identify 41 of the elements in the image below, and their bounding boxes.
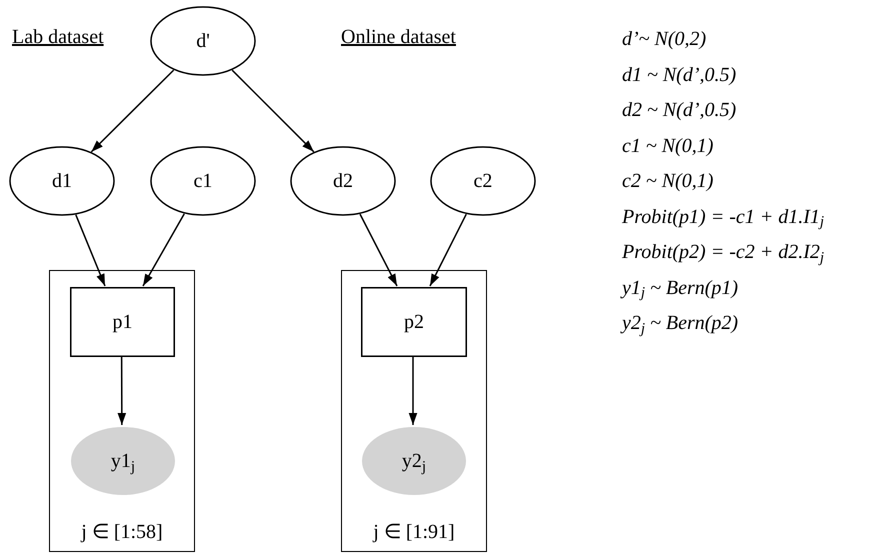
plate-label: j ∈ [1:91] (372, 520, 456, 545)
equation: Probit(p1) = -c1 + d1.I1$_{j}$ (622, 204, 824, 230)
group-heading: Lab dataset (12, 25, 104, 50)
node-label: d2 (333, 169, 353, 194)
variable-ellipse (150, 6, 256, 76)
node-label: p1 (112, 310, 132, 335)
equation: d’~ N(0,2) (622, 27, 708, 52)
observed-node-ellipse (70, 426, 176, 496)
node-label: c1 (194, 169, 212, 194)
equation: d2 ~ N(d’,0.5) (622, 98, 738, 123)
arrow (142, 213, 185, 286)
plate-label: j ∈ [1:58] (80, 520, 164, 545)
node-label: c2 (474, 169, 492, 194)
plate-box (49, 270, 195, 552)
equation: c1 ~ N(0,1) (622, 134, 714, 158)
equation: d1 ~ N(d’,0.5) (622, 62, 738, 88)
process-box (361, 287, 467, 357)
observed-node-ellipse (361, 426, 467, 496)
node-label: y2$_{j}$ (402, 449, 426, 476)
variable-ellipse (430, 146, 536, 216)
arrow (118, 356, 126, 425)
arrow (359, 214, 398, 286)
variable-ellipse (150, 146, 256, 216)
group-heading: Online dataset (341, 25, 456, 50)
node-label: d' (196, 29, 210, 54)
variable-ellipse (9, 146, 115, 216)
node-label: d1 (52, 169, 72, 194)
arrow (75, 214, 106, 286)
node-label: y1$_{j}$ (110, 449, 136, 476)
arrow (232, 70, 314, 152)
equation: c2 ~ N(0,1) (622, 169, 714, 194)
plate-box (341, 270, 487, 552)
process-box (70, 287, 175, 357)
arrow (429, 214, 467, 286)
arrow (90, 70, 174, 152)
variable-ellipse (290, 146, 396, 216)
arrow (408, 356, 418, 425)
equation: y2$_{j}$ ~ Bern(p2) (622, 311, 740, 336)
equation: y1$_{j}$ ~ Bern(p1) (622, 276, 740, 300)
node-label: p2 (404, 310, 424, 335)
equation: Probit(p2) = -c2 + d2.I2$_{j}$ (622, 240, 824, 265)
